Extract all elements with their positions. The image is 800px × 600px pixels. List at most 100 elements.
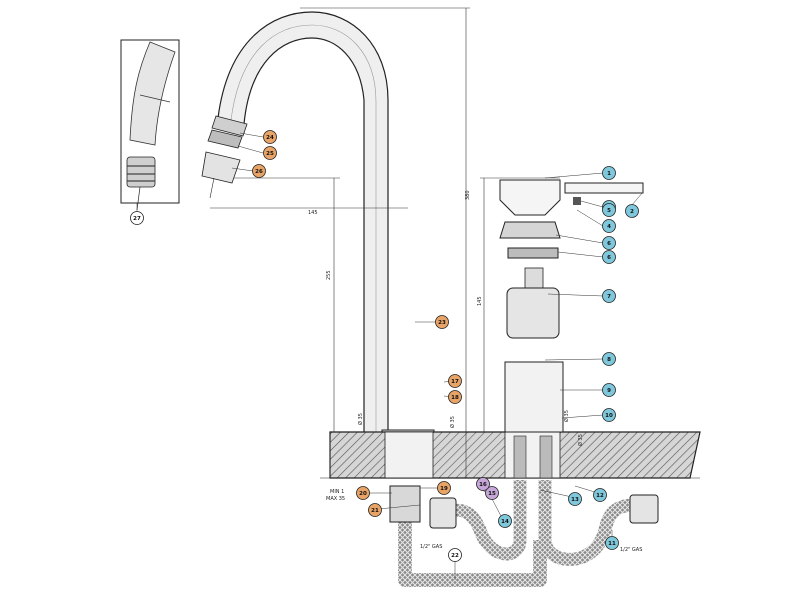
callout-circle (485, 486, 499, 500)
callout-circle (602, 166, 616, 180)
callout-25: 25 (263, 146, 277, 160)
callout-number: 24 (266, 135, 274, 141)
callout-number: 27 (133, 216, 141, 222)
callout-number: 2 (630, 209, 634, 215)
callout-circle (602, 250, 616, 264)
callout-number: 16 (479, 482, 487, 488)
callout-13: 13 (568, 492, 582, 506)
callout-circle (602, 219, 616, 233)
callout-2: 2 (625, 204, 639, 218)
callout-number: 4 (607, 224, 611, 230)
dim-min: MIN 1 (330, 489, 344, 495)
callout-number: 20 (359, 491, 367, 497)
callout-12: 12 (593, 488, 607, 502)
callout-19: 19 (437, 481, 451, 495)
callout-circle (602, 383, 616, 397)
callout-1: 1 (602, 166, 616, 180)
spout (201, 11, 435, 477)
callout-circle (263, 146, 277, 160)
dim-height-total: 380 (465, 190, 471, 200)
callout-circle (476, 477, 490, 491)
callout-circle (625, 204, 639, 218)
callout-5: 5 (602, 203, 616, 217)
dim-max-35-b: Ø 35 (449, 416, 456, 428)
callout-number: 23 (438, 320, 446, 326)
callout-21: 21 (368, 503, 382, 517)
dim-gas-left: 1/2" GAS (420, 544, 442, 550)
dim-max-35-d: Ø 35 (563, 410, 570, 422)
callout-circle (130, 211, 144, 225)
dim-handle-height: 145 (477, 296, 483, 306)
callout-circle (368, 503, 382, 517)
hoses (389, 480, 659, 587)
callout-number: 11 (608, 541, 616, 547)
callout-circle (568, 492, 582, 506)
dimension-lines (210, 7, 560, 478)
callout-circle (602, 236, 616, 250)
dim-max: MAX 35 (326, 496, 345, 502)
callout-circle (602, 203, 616, 217)
countertop (320, 431, 701, 479)
callout-leaders (136, 132, 644, 580)
callout-circle (498, 514, 512, 528)
callout-20: 20 (356, 486, 370, 500)
callout-circle (602, 289, 616, 303)
callout-number: 13 (571, 497, 579, 503)
callout-number: 17 (451, 379, 459, 385)
callout-number: 5 (607, 208, 611, 214)
callout-number: 6 (607, 255, 611, 261)
callout-circle (448, 390, 462, 404)
callout-number: 15 (488, 491, 496, 497)
callout-number: 21 (371, 508, 379, 514)
callout-7: 7 (602, 289, 616, 303)
callout-24: 24 (263, 130, 277, 144)
callout-circle (437, 481, 451, 495)
callout-circle (448, 548, 462, 562)
callout-6: 6 (602, 250, 616, 264)
dim-max-35-c: Ø 35 (577, 434, 584, 446)
callout-22: 22 (448, 548, 462, 562)
callout-26: 26 (252, 164, 266, 178)
callout-circle (252, 164, 266, 178)
callout-number: 10 (605, 413, 613, 419)
callout-number: 6 (607, 241, 611, 247)
dim-spout-height: 255 (326, 270, 332, 280)
callout-circle (593, 488, 607, 502)
callout-8: 8 (602, 352, 616, 366)
callout-23: 23 (435, 315, 449, 329)
callout-15: 15 (485, 486, 499, 500)
dim-max-35-a: Ø 35 (357, 413, 364, 425)
dim-spout-reach: 145 (308, 210, 318, 216)
aerator-detail-inset (120, 39, 180, 211)
callout-circle (605, 536, 619, 550)
callout-bubbles: 1234566789101112131415161718192021222324… (130, 130, 639, 562)
callout-number: 25 (266, 151, 274, 157)
callout-11: 11 (605, 536, 619, 550)
callout-number: 19 (440, 486, 448, 492)
callout-10: 10 (602, 408, 616, 422)
callout-number: 9 (607, 388, 611, 394)
callout-number: 12 (596, 493, 604, 499)
callout-circle (356, 486, 370, 500)
mixer-stack (499, 179, 644, 479)
callout-number: 26 (255, 169, 263, 175)
callout-14: 14 (498, 514, 512, 528)
callout-circle (448, 374, 462, 388)
callout-number: 8 (607, 357, 611, 363)
callout-9: 9 (602, 383, 616, 397)
callout-number: 1 (607, 171, 611, 177)
callout-27: 27 (130, 211, 144, 225)
callout-circle (602, 408, 616, 422)
callout-circle (602, 352, 616, 366)
callout-4: 4 (602, 219, 616, 233)
callout-number: 22 (451, 553, 459, 559)
callout-6: 6 (602, 236, 616, 250)
callout-number: 18 (451, 395, 459, 401)
callout-18: 18 (448, 390, 462, 404)
callout-16: 16 (476, 477, 490, 491)
dim-gas-right: 1/2" GAS (620, 547, 642, 553)
callout-number: 7 (607, 294, 611, 300)
callout-circle (263, 130, 277, 144)
callout-number: 14 (501, 519, 509, 525)
